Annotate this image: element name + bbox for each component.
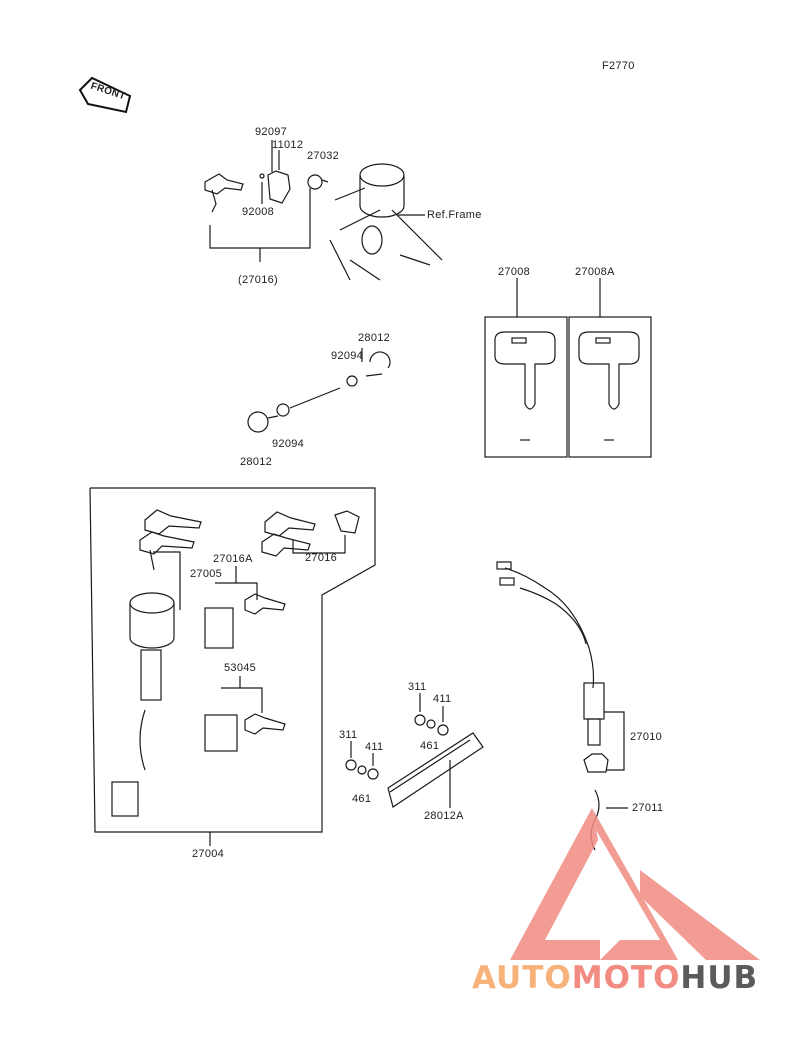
ignition-switch-drawing [111, 509, 202, 817]
key-27008-drawing [484, 278, 568, 458]
reflector-cap-drawing [247, 348, 391, 433]
part-311-upper: 311 [408, 681, 427, 693]
watermark-auto: AUTO [472, 960, 572, 996]
part-411-upper: 411 [433, 693, 452, 705]
part-11012: 11012 [272, 139, 304, 151]
part-411-lower: 411 [365, 741, 384, 753]
stop-switch-27010-drawing [496, 561, 628, 851]
key-set-top-drawing [204, 140, 329, 262]
part-27016: 27016 [305, 552, 338, 564]
watermark-logo-icon [510, 808, 760, 960]
reflector-28012A-drawing [345, 693, 484, 808]
part-461-upper: 461 [420, 740, 440, 752]
part-27032: 27032 [307, 150, 340, 162]
part-92094-bottom: 92094 [272, 438, 305, 450]
key-set-27016-drawing [261, 510, 360, 557]
part-28012-bottom: 28012 [240, 456, 273, 468]
part-27005: 27005 [190, 568, 223, 580]
ref-frame-label: Ref.Frame [427, 209, 482, 221]
watermark-moto: MOTO [571, 960, 681, 996]
part-27004: 27004 [192, 848, 225, 860]
lock-53045-drawing [204, 676, 286, 752]
part-92097: 92097 [255, 126, 288, 138]
watermark-text: AUTOMOTOHUB [472, 960, 758, 996]
part-28012-top: 28012 [358, 332, 391, 344]
part-461-lower: 461 [352, 793, 372, 805]
part-311-lower: 311 [339, 729, 358, 741]
part-27008A: 27008A [575, 266, 615, 278]
part-27011: 27011 [632, 802, 664, 814]
part-28012A: 28012A [424, 810, 464, 822]
part-27008: 27008 [498, 266, 531, 278]
frame-head-drawing [329, 163, 443, 281]
part-27016A: 27016A [213, 553, 253, 565]
part-27016-group: (27016) [238, 274, 279, 286]
figure-code: F2770 [602, 60, 635, 72]
key-27008A-drawing [568, 278, 652, 458]
watermark-hub: HUB [680, 960, 759, 996]
ignition-switch-27016A-drawing [204, 566, 286, 649]
front-arrow-icon [78, 76, 132, 114]
part-53045: 53045 [224, 662, 257, 674]
part-92094-top: 92094 [331, 350, 364, 362]
group-27004-outline [89, 487, 376, 833]
part-27010: 27010 [630, 731, 663, 743]
part-92008: 92008 [242, 206, 275, 218]
